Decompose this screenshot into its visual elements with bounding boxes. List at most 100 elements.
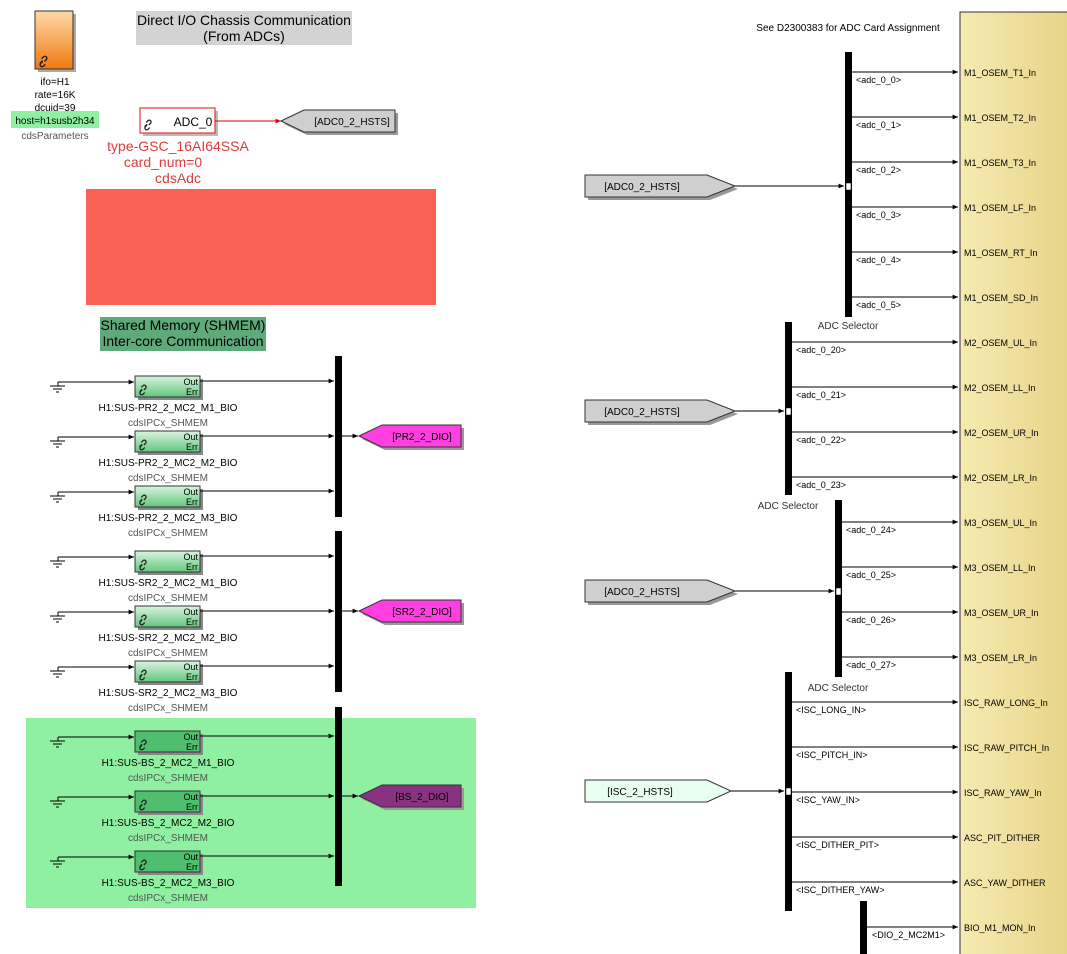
subsystem-inport-label: M2_OSEM_UL_In xyxy=(964,338,1037,348)
ipc-out-port: Out xyxy=(183,792,198,802)
selector-signal-label: <adc_0_27> xyxy=(846,660,896,670)
ipc-err-port: Err xyxy=(186,672,198,682)
subsystem-inport-label: M2_OSEM_LL_In xyxy=(964,383,1036,393)
dio-goto-tag[interactable] xyxy=(357,424,464,450)
ipc-out-port: Out xyxy=(183,432,198,442)
subsystem-inport-label: M1_OSEM_T3_In xyxy=(964,158,1036,168)
card-assignment-note: See D2300383 for ADC Card Assignment xyxy=(756,23,940,34)
dio-goto-label: [BS_2_DIO] xyxy=(395,792,449,803)
ipc-block-name: H1:SUS-PR2_2_MC2_M2_BIO xyxy=(99,458,238,469)
dio-goto-tag[interactable] xyxy=(357,784,464,810)
dio-goto-tag[interactable] xyxy=(357,599,464,625)
param-host: host=h1susb2h34 xyxy=(15,116,95,127)
param-dcuid: dcuid=39 xyxy=(35,103,76,114)
param-rate: rate=16K xyxy=(35,90,76,101)
subsystem-inport-label: M3_OSEM_LR_In xyxy=(964,653,1037,663)
ipc-out-port: Out xyxy=(183,662,198,672)
adc-card-num: card_num=0 xyxy=(124,154,202,170)
subsystem-block[interactable] xyxy=(959,11,1067,954)
ipc-block[interactable] xyxy=(134,605,203,630)
selector-signal-label: <adc_0_3> xyxy=(856,210,901,220)
host-highlight xyxy=(11,111,99,128)
selector-input-port xyxy=(785,407,792,416)
selector-signal-label: <adc_0_26> xyxy=(846,615,896,625)
ipc-block-name: H1:SUS-BS_2_MC2_M2_BIO xyxy=(102,818,235,829)
ground-icon xyxy=(50,612,65,623)
adc-goto-label: [ADC0_2_HSTS] xyxy=(314,117,390,128)
bus-creator[interactable] xyxy=(335,356,342,517)
ipc-block-type: cdsIPCx_SHMEM xyxy=(128,418,208,429)
bus-creator[interactable] xyxy=(335,707,342,886)
ipc-out-port: Out xyxy=(183,732,198,742)
ipc-block-type: cdsIPCx_SHMEM xyxy=(128,703,208,714)
ipc-block[interactable] xyxy=(134,730,203,755)
ground-icon xyxy=(50,667,65,678)
adc-goto-tag[interactable] xyxy=(279,109,398,135)
selector-signal-label: <ISC_LONG_IN> xyxy=(796,705,866,715)
cds-parameters-block[interactable] xyxy=(34,10,76,72)
ipc-block[interactable] xyxy=(134,550,203,575)
subsystem-inport-label: M1_OSEM_T1_In xyxy=(964,68,1036,78)
ipc-err-port: Err xyxy=(186,442,198,452)
ipc-out-port: Out xyxy=(183,607,198,617)
bus-creator[interactable] xyxy=(335,531,342,692)
ipc-block-type: cdsIPCx_SHMEM xyxy=(128,648,208,659)
selector-signal-label: <adc_0_23> xyxy=(796,480,846,490)
dio-goto-label: [PR2_2_DIO] xyxy=(392,432,452,443)
ipc-block-type: cdsIPCx_SHMEM xyxy=(128,833,208,844)
ipc-block[interactable] xyxy=(134,790,203,815)
bs-green-area xyxy=(26,718,476,908)
adc-type: type-GSC_16AI64SSA xyxy=(107,138,249,154)
subsystem-inport-label: M1_OSEM_LF_In xyxy=(964,203,1036,213)
param-block-name: cdsParameters xyxy=(21,131,88,142)
dio-goto-label: [SR2_2_DIO] xyxy=(392,607,452,618)
ipc-err-port: Err xyxy=(186,802,198,812)
ipc-block-name: H1:SUS-SR2_2_MC2_M2_BIO xyxy=(99,633,238,644)
ipc-block-type: cdsIPCx_SHMEM xyxy=(128,528,208,539)
red-annotation-area xyxy=(86,189,436,305)
adc-selector-label: ADC Selector xyxy=(818,321,879,332)
ipc-block-type: cdsIPCx_SHMEM xyxy=(128,593,208,604)
selector-signal-label: <adc_0_20> xyxy=(796,345,846,355)
ipc-block-type: cdsIPCx_SHMEM xyxy=(128,473,208,484)
adc-from-tag[interactable] xyxy=(584,579,738,605)
adc-selector-label: ADC Selector xyxy=(758,501,819,512)
adc-block[interactable] xyxy=(139,107,218,136)
ipc-block-type: cdsIPCx_SHMEM xyxy=(128,773,208,784)
ipc-out-port: Out xyxy=(183,377,198,387)
ipc-layer: OutErrH1:SUS-PR2_2_MC2_M1_BIOcdsIPCx_SHM… xyxy=(50,356,464,904)
isc-from-tag[interactable] xyxy=(584,779,733,803)
ipc-block-name: H1:SUS-SR2_2_MC2_M1_BIO xyxy=(99,578,238,589)
ipc-block[interactable] xyxy=(134,660,203,685)
adc-block-label: ADC_0 xyxy=(174,115,213,129)
selector-input-port xyxy=(845,182,852,191)
ipc-err-port: Err xyxy=(186,862,198,872)
adc-from-tag[interactable] xyxy=(584,399,738,425)
title-line1: Direct I/O Chassis Communication xyxy=(137,12,351,28)
param-ifo: ifo=H1 xyxy=(40,77,70,88)
dio-selector-bar[interactable] xyxy=(860,901,867,954)
ipc-block[interactable] xyxy=(134,850,203,875)
adc-from-tag[interactable] xyxy=(584,174,738,200)
shmem-title-area xyxy=(100,317,266,351)
subsystem-inport-label: M3_OSEM_LL_In xyxy=(964,563,1036,573)
ipc-err-port: Err xyxy=(186,617,198,627)
subsystem-inport-label: BIO_M1_MON_In xyxy=(964,923,1036,933)
ground-icon xyxy=(50,797,65,808)
subsystem-inport-label: ASC_YAW_DITHER xyxy=(964,878,1046,888)
shmem-title-line1: Shared Memory (SHMEM) xyxy=(101,317,266,333)
selector-signal-label: <adc_0_1> xyxy=(856,120,901,130)
ipc-block[interactable] xyxy=(134,485,203,510)
ground-icon xyxy=(50,737,65,748)
subsystem-inport-label: ISC_RAW_PITCH_In xyxy=(964,743,1049,753)
selector-layer: [ADC0_2_HSTS]<adc_0_0>M1_OSEM_T1_In<adc_… xyxy=(584,52,1049,954)
ipc-block[interactable] xyxy=(134,430,203,455)
selector-signal-label: <ISC_YAW_IN> xyxy=(796,795,860,805)
adc-name: cdsAdc xyxy=(155,170,201,186)
from-tag-label: [ADC0_2_HSTS] xyxy=(604,182,680,193)
adc-selector-label: ADC Selector xyxy=(808,683,869,694)
selector-input-port xyxy=(835,587,842,596)
selector-input-port xyxy=(785,787,792,796)
ipc-block[interactable] xyxy=(134,375,203,400)
ground-icon xyxy=(50,437,65,448)
